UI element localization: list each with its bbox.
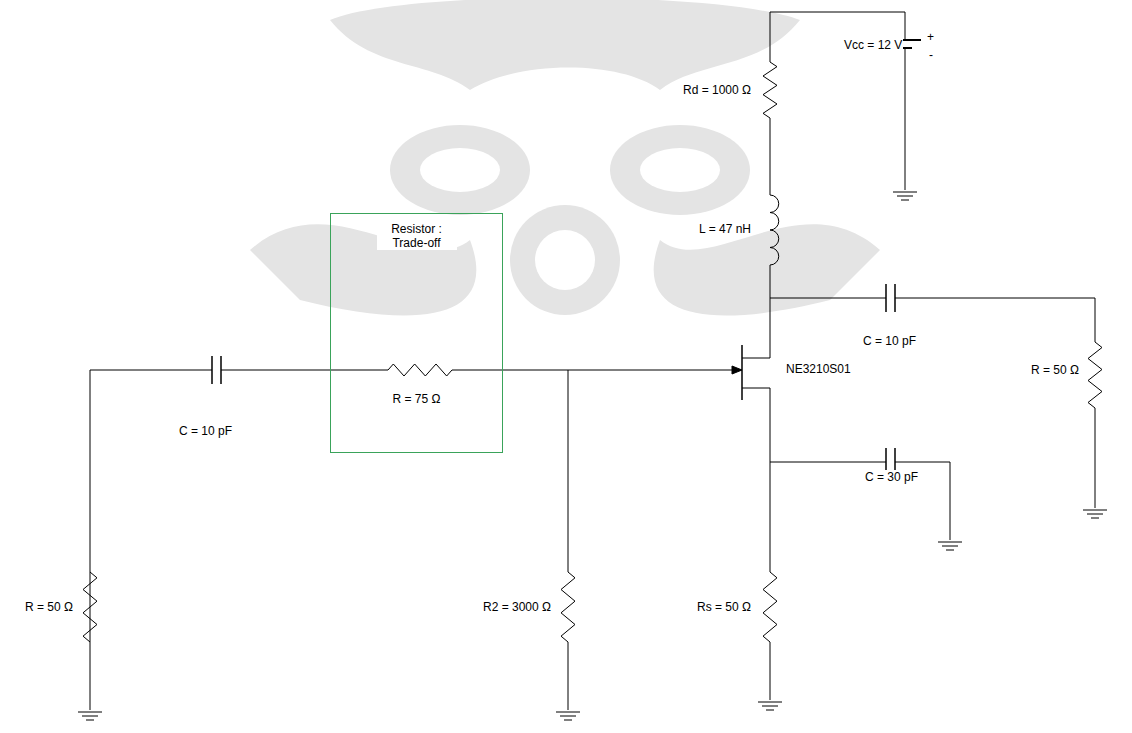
resistor-symbol xyxy=(83,572,97,642)
wire xyxy=(742,388,770,389)
resistor-symbol xyxy=(561,572,575,642)
resistor-symbol xyxy=(388,364,452,376)
wire xyxy=(770,298,886,299)
ground-symbol xyxy=(762,706,778,707)
capacitor-plate xyxy=(211,356,213,384)
resistor-label: R = 75 Ω xyxy=(393,392,441,406)
fet-channel xyxy=(741,345,743,400)
ground-symbol xyxy=(78,712,102,713)
ground-symbol xyxy=(938,542,962,543)
watermark-emblem xyxy=(250,0,880,316)
ground-symbol xyxy=(1083,510,1107,511)
resistor-label: Rd = 1000 Ω xyxy=(682,83,752,97)
wire xyxy=(568,370,569,572)
capacitor-plate xyxy=(885,284,887,312)
wire xyxy=(742,358,770,359)
ground-symbol xyxy=(942,546,958,547)
wire xyxy=(770,265,771,358)
ground-symbol xyxy=(82,716,98,717)
ground-symbol xyxy=(560,716,576,717)
watermark-holes xyxy=(420,148,720,290)
resistor-symbol xyxy=(1088,342,1102,408)
inductor-symbol xyxy=(770,195,779,265)
inductor-label: L = 47 nH xyxy=(698,222,752,236)
wires xyxy=(78,12,1107,720)
wire xyxy=(770,12,771,62)
wire xyxy=(770,118,771,195)
ground-symbol xyxy=(758,702,782,703)
ground-symbol xyxy=(556,712,580,713)
wire xyxy=(770,388,771,572)
wire xyxy=(90,370,212,642)
ground-symbol xyxy=(1091,518,1099,519)
resistor-label: R2 = 3000 Ω xyxy=(482,600,552,614)
wire xyxy=(905,48,906,190)
resistor-symbol xyxy=(763,572,777,642)
resistor-label: R = 50 Ω xyxy=(1030,363,1080,377)
ground-symbol xyxy=(1087,514,1103,515)
polarity-mark: + xyxy=(926,30,935,44)
resistor-label: R = 50 Ω xyxy=(24,600,74,614)
resistor-label: Rs = 50 Ω xyxy=(696,600,752,614)
ground-symbol xyxy=(766,710,774,711)
wire xyxy=(221,370,388,371)
wire xyxy=(1095,408,1096,508)
highlight-box: Resistor : Trade-off R = 75 Ω xyxy=(330,213,503,453)
capacitor-label: C = 10 pF xyxy=(178,424,233,438)
wire xyxy=(895,298,1095,342)
wire xyxy=(452,370,734,371)
wire xyxy=(770,642,771,700)
ground-symbol xyxy=(901,200,909,201)
ground-symbol xyxy=(893,192,917,193)
wire xyxy=(770,462,886,463)
ground-symbol xyxy=(897,196,913,197)
resistor-symbol xyxy=(763,62,777,118)
wire xyxy=(770,12,905,40)
transistor-label: NE3210S01 xyxy=(785,362,852,376)
ground-symbol xyxy=(564,720,572,721)
capacitor-label: C = 10 pF xyxy=(862,334,917,348)
capacitor-label: C = 30 pF xyxy=(864,470,919,484)
supply-label: Vcc = 12 V xyxy=(843,38,903,52)
ground-symbol xyxy=(86,720,94,721)
wire xyxy=(568,642,569,710)
box-heading: Resistor : Trade-off xyxy=(377,222,457,250)
ground-symbol xyxy=(946,550,954,551)
wire xyxy=(90,642,91,710)
polarity-mark: - xyxy=(928,48,934,62)
